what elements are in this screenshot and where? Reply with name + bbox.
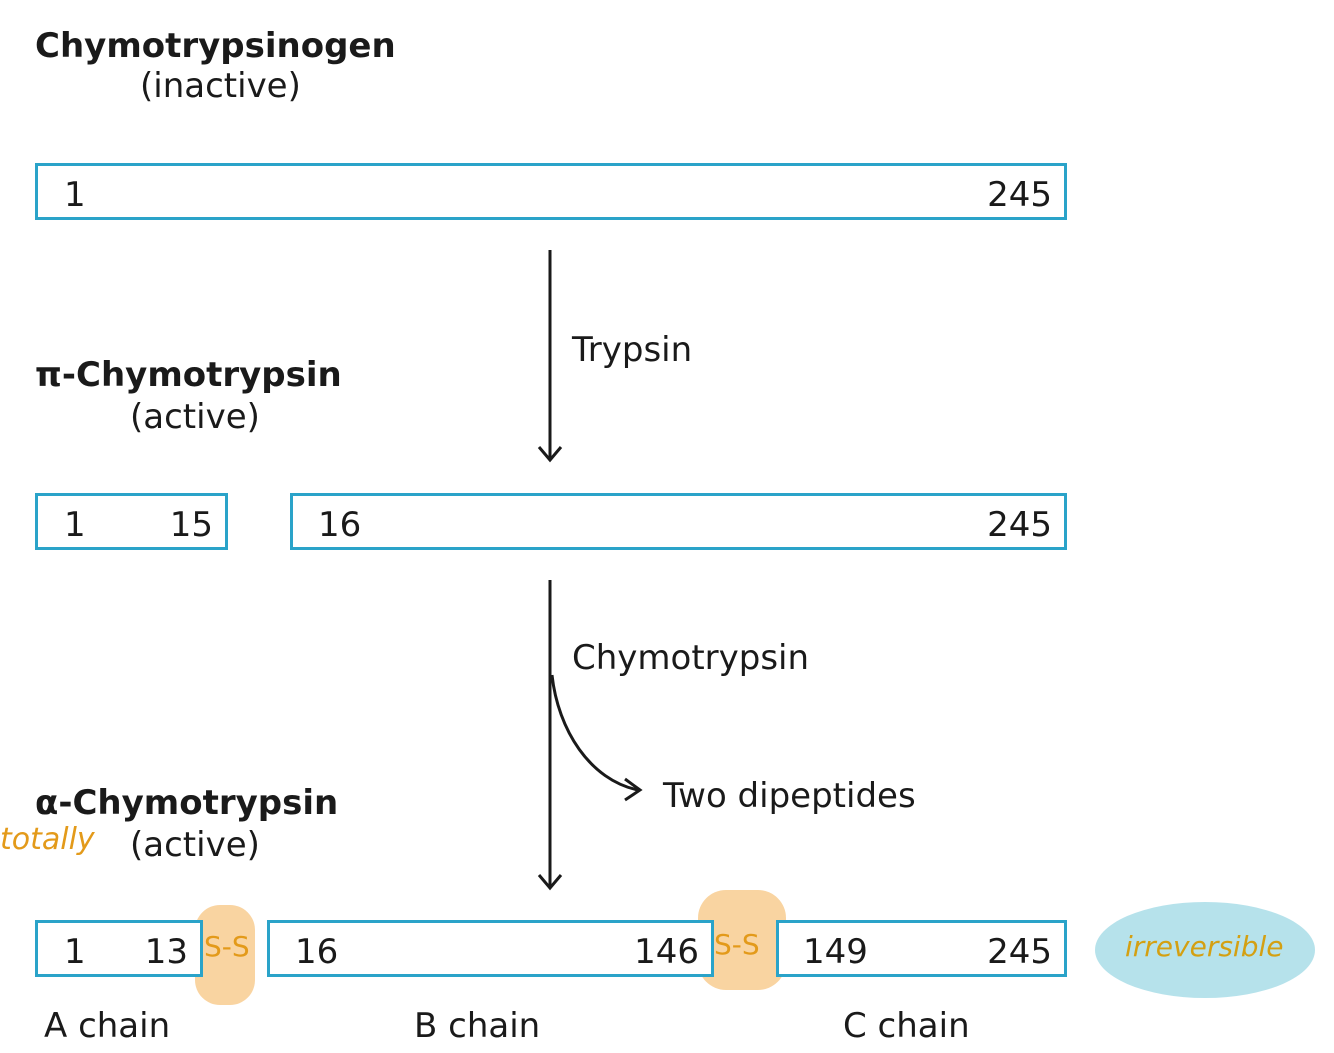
seg1-start-number: 1 xyxy=(64,505,86,545)
pi-segment-1: 1 15 xyxy=(35,493,228,550)
dipeptides-label: Two dipeptides xyxy=(663,776,916,816)
disulfide-annotation-2: S-S xyxy=(714,928,760,961)
ss-highlight-1 xyxy=(195,905,255,1005)
a-chain-label: A chain xyxy=(44,1006,171,1046)
arrow-dipeptides xyxy=(550,674,639,792)
ss-highlight-2 xyxy=(698,890,786,990)
stage2-state: (active) xyxy=(130,397,260,437)
irreversible-annotation: irreversible xyxy=(1125,930,1284,963)
bar-end-number: 245 xyxy=(987,175,1052,215)
b-chain-label: B chain xyxy=(414,1006,541,1046)
stage2-title: π-Chymotrypsin xyxy=(35,355,342,395)
stage1-state: (inactive) xyxy=(140,66,301,106)
a-chain-bar: 1 13 xyxy=(35,920,203,977)
stage1-title: Chymotrypsinogen xyxy=(35,26,396,66)
stage3-state: (active) xyxy=(130,825,260,865)
b-chain-bar: 16 146 xyxy=(267,920,714,977)
arrowhead-trypsin xyxy=(537,446,563,463)
arrowhead-dipeptides xyxy=(624,777,643,802)
b-end-number: 146 xyxy=(634,932,699,972)
seg2-end-number: 245 xyxy=(987,505,1052,545)
seg2-start-number: 16 xyxy=(318,505,362,545)
arrowhead-chymotrypsin xyxy=(537,874,563,891)
pi-segment-2: 16 245 xyxy=(290,493,1067,550)
seg1-end-number: 15 xyxy=(169,505,213,545)
irreversible-highlight xyxy=(1095,902,1315,998)
a-start-number: 1 xyxy=(64,932,86,972)
c-chain-bar: 149 245 xyxy=(776,920,1067,977)
chymotrypsin-label: Chymotrypsin xyxy=(572,638,810,678)
stage3-title: α-Chymotrypsin xyxy=(35,783,339,823)
totally-annotation: totally xyxy=(0,822,95,857)
c-end-number: 245 xyxy=(987,932,1052,972)
b-start-number: 16 xyxy=(295,932,339,972)
chymotrypsinogen-bar: 1 245 xyxy=(35,163,1067,220)
disulfide-annotation-1: S-S xyxy=(204,930,250,963)
a-end-number: 13 xyxy=(144,932,188,972)
c-chain-label: C chain xyxy=(843,1006,970,1046)
bar-start-number: 1 xyxy=(64,175,86,215)
trypsin-label: Trypsin xyxy=(572,330,693,370)
c-start-number: 149 xyxy=(803,932,868,972)
